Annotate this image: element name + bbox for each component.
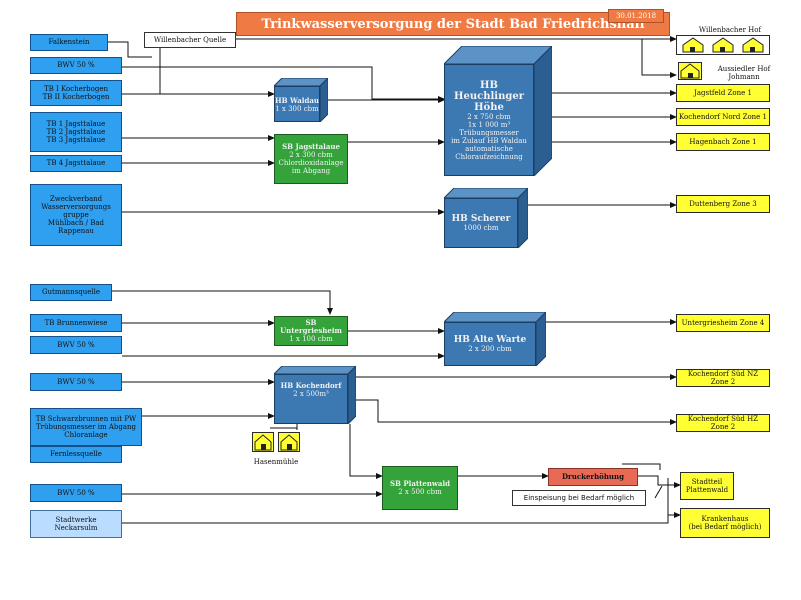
zone-hasenmuehle-label: Hasenmühle — [253, 458, 299, 466]
source-tb-jagsttalaue-1-3: TB 1 Jagsttalaue TB 2 Jagsttalaue TB 3 J… — [30, 112, 122, 152]
tank-name: HB Scherer — [451, 214, 511, 224]
pump-detail: 2 x 300 cbm Chlordioxidanlage im Abgang — [278, 150, 344, 176]
source-gutmannsquelle: Gutmannsquelle — [30, 284, 112, 301]
zone-krankenhaus: Krankenhaus (bei Bedarf möglich) — [680, 508, 770, 538]
tank-capacity: 2 x 500m³ — [293, 390, 329, 398]
tank-hb-waldau: HB Waldau 1 x 300 cbm — [274, 78, 328, 122]
zone-willenbacher-hof — [676, 35, 770, 55]
tank-hb-scherer: HB Scherer 1000 cbm — [444, 188, 528, 248]
diagram-title: Trinkwasserversorgung der Stadt Bad Frie… — [236, 12, 670, 36]
tank-name: HB Waldau — [275, 95, 319, 105]
house-icon — [682, 37, 764, 53]
zone-duttenberg: Duttenberg Zone 3 — [676, 195, 770, 213]
pump-detail: 1 x 100 cbm — [289, 335, 333, 344]
house-icon — [278, 432, 300, 452]
tank-hb-kochendorf: HB Kochendorf 2 x 500m³ — [274, 366, 356, 424]
tank-name: HB Alte Warte — [453, 335, 527, 345]
zone-stadtteil-plattenwald: Stadtteil Plattenwald — [680, 472, 734, 500]
zone-jagstfeld: Jagstfeld Zone 1 — [676, 84, 770, 102]
zone-hagenbach: Hagenbach Zone 1 — [676, 133, 770, 151]
source-tb-schwarzbrunnen: TB Schwarzbrunnen mit PW Trübungsmesser … — [30, 408, 142, 446]
tank-capacity: 2 x 200 cbm — [468, 345, 512, 353]
source-stadtwerke-neckarsulm: Stadtwerke Neckarsulm — [30, 510, 122, 538]
house-icon — [678, 62, 702, 80]
tank-hb-heuchlinger-hoehe: HB Heuchlinger Höhe 2 x 750 cbm 1x 1 000… — [444, 46, 552, 176]
source-fernlessquelle: Fernlessquelle — [30, 446, 122, 463]
source-bwv-4: BWV 50 % — [30, 484, 122, 502]
pump-sb-untergriesheim: SB Untergriesheim 1 x 100 cbm — [274, 316, 348, 346]
house-icon — [252, 432, 274, 452]
source-willenbacher-quelle: Willenbacher Quelle — [144, 32, 236, 48]
source-tb-kocherbogen: TB I Kocherbogen TB II Kocherbogen — [30, 80, 122, 106]
zone-willenbacher-hof-label: Willenbacher Hof — [698, 26, 762, 34]
booster-druckerhoehung: Druckerhöhung — [548, 468, 638, 486]
pump-name: SB Jagsttalaue — [282, 141, 340, 151]
tank-capacity: 2 x 750 cbm 1x 1 000 m³ Trübungsmesser i… — [451, 112, 527, 161]
pump-detail: 2 x 500 cbm — [398, 488, 442, 496]
pump-name: SB Plattenwald — [390, 478, 450, 488]
pump-sb-plattenwald: SB Plattenwald 2 x 500 cbm — [382, 466, 458, 510]
note-einspeisung: Einspeisung bei Bedarf möglich — [512, 490, 646, 506]
pump-name: SB Untergriesheim — [280, 317, 342, 335]
source-bwv-1: BWV 50 % — [30, 57, 122, 74]
zone-kochendorf-sued-nz: Kochendorf Süd NZ Zone 2 — [676, 369, 770, 387]
tank-capacity: 1000 cbm — [463, 224, 499, 232]
zone-kochendorf-nord: Kochendorf Nord Zone 1 — [676, 108, 770, 126]
source-bwv-3: BWV 50 % — [30, 373, 122, 391]
zone-kochendorf-sued-hz: Kochendorf Süd HZ Zone 2 — [676, 414, 770, 432]
source-tb-brunnenwiese: TB Brunnenwiese — [30, 314, 122, 332]
date-tag: 30.01.2018 — [608, 9, 664, 23]
tank-capacity: 1 x 300 cbm — [275, 104, 319, 113]
zone-untergriesheim: Untergriesheim Zone 4 — [676, 314, 770, 332]
source-zweckverband: Zweckverband Wasserversorgungs gruppe Mü… — [30, 184, 122, 246]
tank-name: HB Heuchlinger Höhe — [454, 79, 524, 113]
source-falkenstein: Falkenstein — [30, 34, 108, 51]
source-bwv-2: BWV 50 % — [30, 336, 122, 354]
zone-aussiedler-hof-label: Aussiedler Hof Johmann — [717, 65, 771, 81]
tank-hb-alte-warte: HB Alte Warte 2 x 200 cbm — [444, 312, 546, 366]
source-tb-jagsttalaue-4: TB 4 Jagsttalaue — [30, 155, 122, 172]
pump-sb-jagsttalaue: SB Jagsttalaue 2 x 300 cbm Chlordioxidan… — [274, 134, 348, 184]
tank-name: HB Kochendorf — [280, 381, 342, 390]
